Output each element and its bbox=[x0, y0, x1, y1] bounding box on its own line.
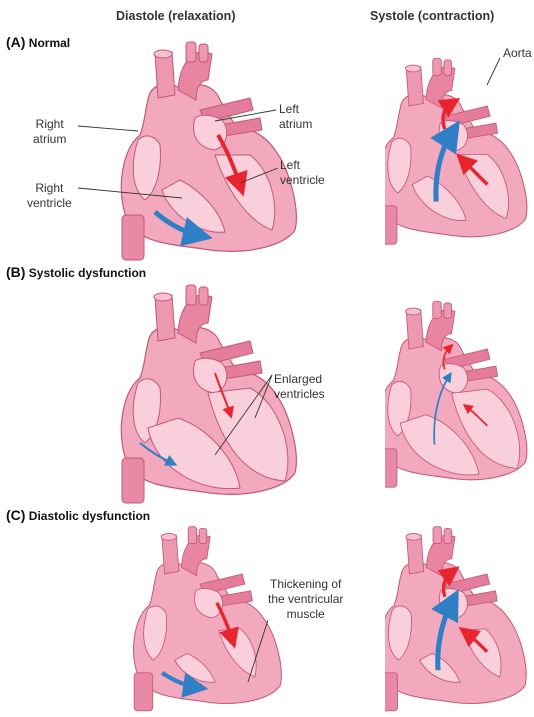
left-atrium-label: Left atrium bbox=[279, 102, 312, 132]
heart-normal-diastole bbox=[100, 40, 300, 265]
thickening-label: Thickening of the ventricular muscle bbox=[268, 577, 343, 622]
heart-systolic-diastole bbox=[100, 283, 300, 508]
diastole-header: Diastole (relaxation) bbox=[116, 9, 235, 23]
section-c-title: (C) Diastolic dysfunction bbox=[6, 507, 150, 523]
heart-normal-systole bbox=[385, 40, 530, 265]
section-b-title: (B) Systolic dysfunction bbox=[6, 264, 146, 280]
enlarged-ventricles-label: Enlarged ventricles bbox=[274, 372, 325, 402]
systole-header: Systole (contraction) bbox=[370, 9, 494, 23]
left-ventricle-label: Left ventricle bbox=[280, 158, 325, 188]
section-b-tag: (B) bbox=[6, 264, 25, 280]
section-c-label: Diastolic dysfunction bbox=[29, 509, 150, 523]
heart-diastolic-systole bbox=[385, 525, 530, 715]
section-a-tag: (A) bbox=[6, 34, 25, 50]
section-a-label: Normal bbox=[29, 36, 70, 50]
section-c-tag: (C) bbox=[6, 507, 25, 523]
heart-systolic-systole bbox=[385, 283, 530, 508]
right-ventricle-label: Right ventricle bbox=[27, 181, 72, 211]
section-b-label: Systolic dysfunction bbox=[29, 266, 146, 280]
section-a-title: (A) Normal bbox=[6, 34, 70, 50]
right-atrium-label: Right atrium bbox=[33, 117, 66, 147]
aorta-label: Aorta bbox=[503, 46, 532, 61]
